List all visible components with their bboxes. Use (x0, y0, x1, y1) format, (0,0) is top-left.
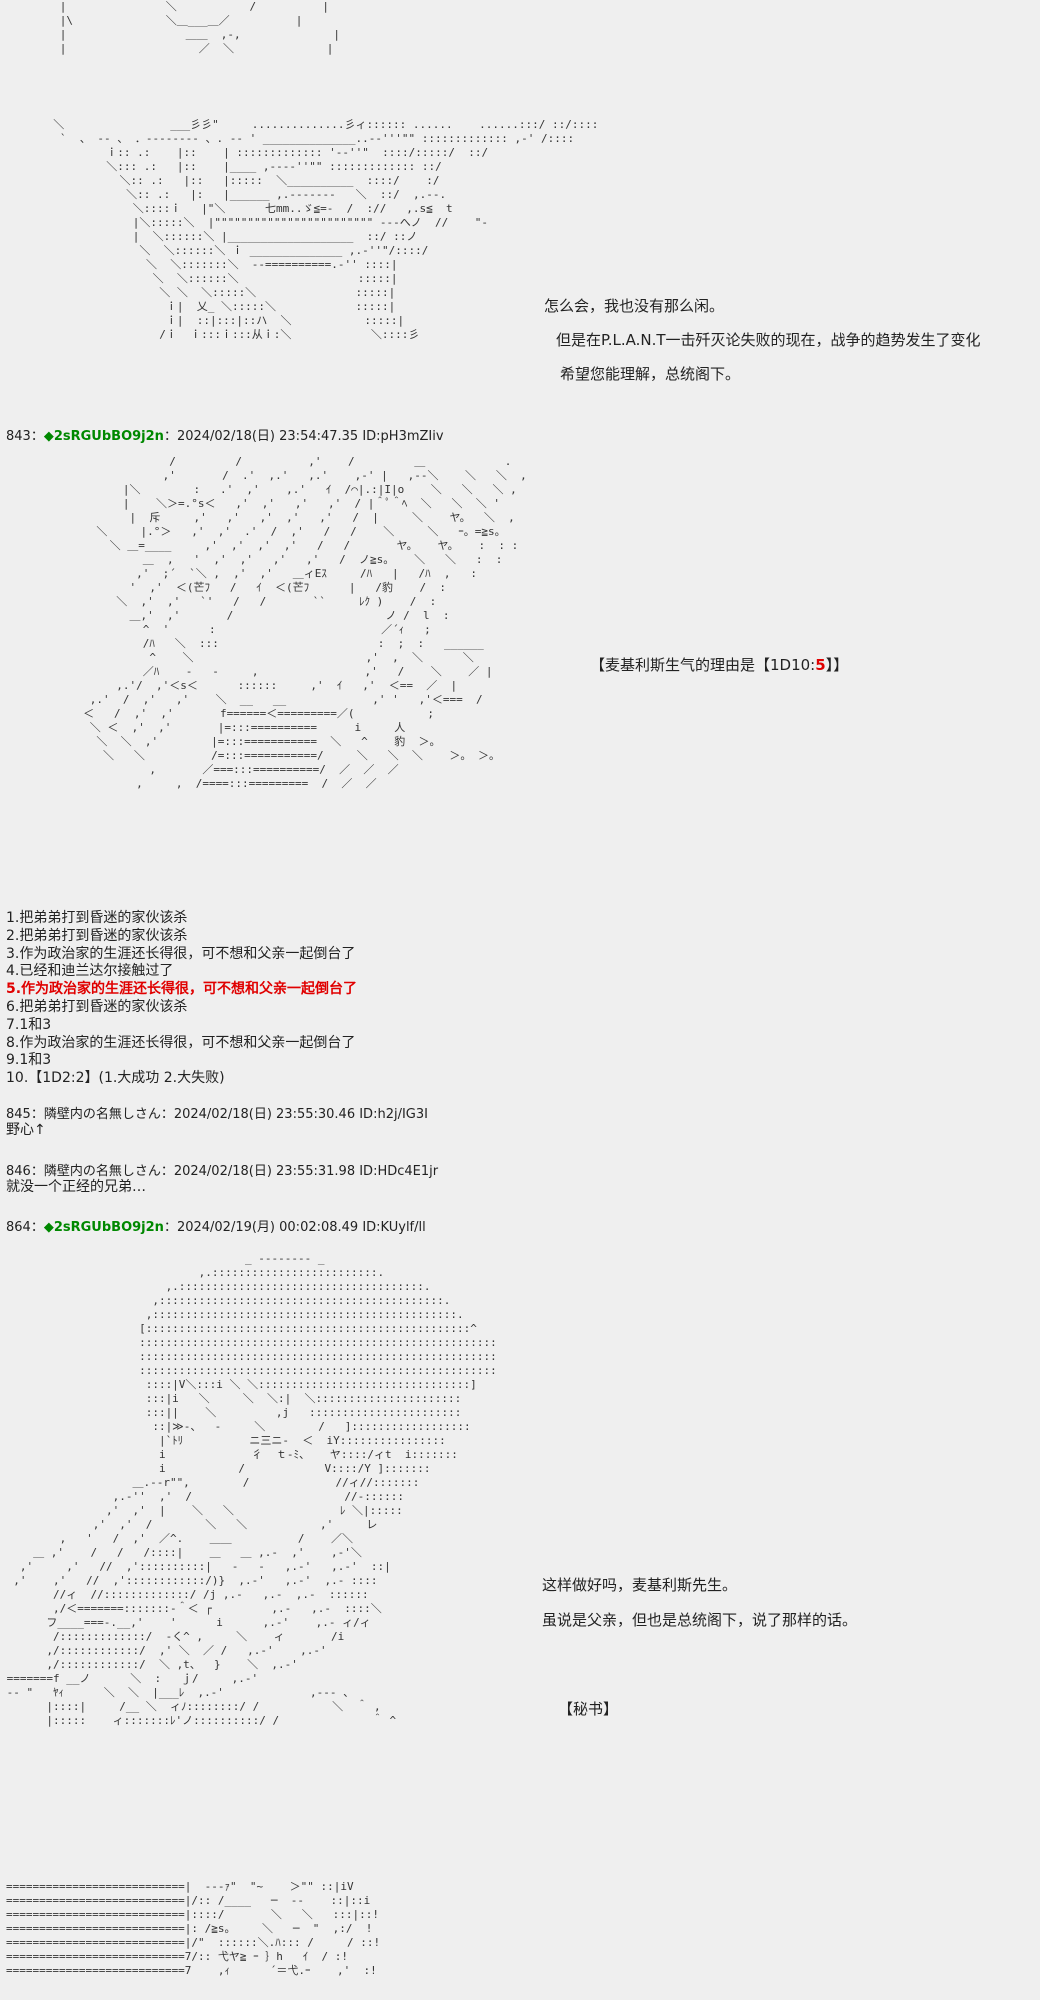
dialogue-top: 怎么会，我也没有那么闲。 但是在P.L.A.N.T一击歼灭论失败的现在，战争的趋… (544, 296, 981, 384)
choice-item-selected: 5.作为政治家的生涯还长得很，可不想和父亲一起倒台了 (6, 981, 358, 998)
choice-item: 8.作为政治家的生涯还长得很，可不想和父亲一起倒台了 (6, 1034, 356, 1051)
dialogue-line: 这样做好吗，麦基利斯先生。 (542, 1576, 738, 1594)
ascii-art-character-1: ＼ ___彡彡" ..............彡ィ:::::: ...... .… (53, 118, 599, 341)
post-text: 野心↑ (6, 1122, 46, 1138)
post-header-843: 843：◆2sRGUbBO9j2n：2024/02/18(日) 23:54:47… (6, 425, 444, 444)
post-number[interactable]: 845 (6, 1107, 31, 1122)
post-body-845: 野心↑ (6, 1122, 46, 1140)
dice-prefix: 【麦基利斯生气的理由是【1D10: (590, 656, 816, 674)
post-meta: ：隣壁内の名無しさん：2024/02/18(日) 23:55:31.98 ID:… (30, 1164, 439, 1179)
ascii-art-bottom-fragment: ===========================| ---ｧ" "~ ＞"… (6, 1880, 381, 1977)
choice-item: 10.【1D2:2】(1.大成功 2.大失败) (6, 1070, 225, 1087)
post-number[interactable]: 846 (6, 1164, 31, 1179)
post-number[interactable]: 843 (6, 429, 31, 444)
dice-suffix: 】】 (825, 656, 849, 674)
ascii-art-character-3: _ -------- _ ,.:::::::::::::::::::::::::… (6, 1252, 497, 1727)
dialogue-line: 但是在P.L.A.N.T一击歼灭论失败的现在，战争的趋势发生了变化 (556, 331, 981, 349)
post-number[interactable]: 864 (6, 1220, 31, 1235)
speaker-label: 【秘书】 (558, 1700, 619, 1718)
dialogue-line: 怎么会，我也没有那么闲。 (544, 297, 725, 315)
dice-result-line: 【麦基利斯生气的理由是【1D10:5】】 (590, 655, 848, 675)
choice-item: 3.作为政治家的生涯还长得很，可不想和父亲一起倒台了 (6, 945, 356, 962)
post-trip: ◆2sRGUbBO9j2n (43, 429, 164, 444)
dialogue-line: 希望您能理解，总统阁下。 (560, 365, 741, 383)
ascii-art-top-fragment: | ＼ / | |\ ＼＿___＿／ | | ＿＿ ,-, | | ／ ＼ | (59, 0, 341, 55)
choice-item: 1.把弟弟打到昏迷的家伙该杀 (6, 910, 188, 926)
post-header-845: 845：隣壁内の名無しさん：2024/02/18(日) 23:55:30.46 … (6, 1103, 428, 1122)
secretary-dialogue: 这样做好吗，麦基利斯先生。 虽说是父亲，但也是总统阁下，说了那样的话。 (542, 1575, 857, 1630)
post-header-846: 846：隣壁内の名無しさん：2024/02/18(日) 23:55:31.98 … (6, 1160, 438, 1179)
post-header-864: 864：◆2sRGUbBO9j2n：2024/02/19(月) 00:02:08… (6, 1216, 426, 1235)
post-trip: ◆2sRGUbBO9j2n (43, 1220, 164, 1235)
post-meta: ：2024/02/19(月) 00:02:08.49 ID:KUylf/ll (163, 1220, 426, 1235)
choice-item: 6.把弟弟打到昏迷的家伙该杀 (6, 998, 188, 1015)
choice-item: 2.把弟弟打到昏迷的家伙该杀 (6, 927, 188, 944)
choice-item: 9.1和3 (6, 1052, 52, 1069)
speaker-tag: 【秘书】 (558, 1699, 618, 1719)
choice-item: 4.已经和迪兰达尔接触过了 (6, 963, 174, 980)
choice-item: 7.1和3 (6, 1016, 52, 1033)
ascii-art-character-2: / / ,' / ＿ . ,' / .' ,.' ,.' ,-' | ,--＼ … (83, 455, 527, 790)
dice-value: 5 (815, 656, 826, 674)
post-separator: ： (30, 429, 44, 444)
post-text: 就没一个正经的兄弟… (6, 1179, 146, 1195)
dialogue-line: 虽说是父亲，但也是总统阁下，说了那样的话。 (542, 1611, 858, 1629)
post-meta: ：2024/02/18(日) 23:54:47.35 ID:pH3mZIiv (163, 429, 444, 444)
post-meta: ：隣壁内の名無しさん：2024/02/18(日) 23:55:30.46 ID:… (30, 1107, 428, 1122)
choices-list: 1.把弟弟打到昏迷的家伙该杀 2.把弟弟打到昏迷的家伙该杀 3.作为政治家的生涯… (6, 910, 357, 1088)
post-separator: ： (30, 1220, 44, 1235)
post-body-846: 就没一个正经的兄弟… (6, 1179, 146, 1197)
